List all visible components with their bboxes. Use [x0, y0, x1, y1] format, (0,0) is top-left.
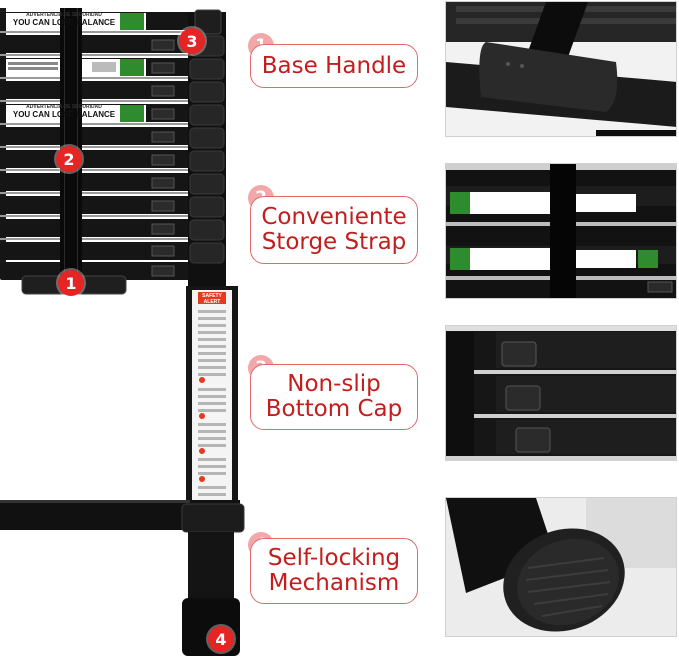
callout-label: Base Handle [261, 52, 407, 79]
callout-box: Self-locking Mechanism [250, 538, 418, 604]
warning-big-text: YOU CAN LOSE BALANCE [12, 110, 116, 119]
callout-box: Conveniente Storge Strap [250, 196, 418, 264]
telescoping-rail [186, 9, 238, 508]
rung-label-2: ADVERTENCIA DE SEGURIDAD YOU CAN LOSE BA… [8, 104, 120, 119]
warning-small-text: ADVERTENCIA DE SEGURIDAD [26, 104, 102, 110]
callout-label: Non-slip Bottom Cap [265, 371, 403, 422]
marker-2: 2 [56, 146, 82, 172]
callout-label: Self-locking Mechanism [267, 545, 401, 596]
safety-label-header: SAFETY ALERT [202, 293, 222, 305]
photo-foot-cap-closeup [445, 497, 677, 637]
photo-strap-closeup [445, 163, 677, 299]
marker-3: 3 [179, 28, 205, 54]
warning-big-text: YOU CAN LOSE BALANCE [12, 18, 116, 27]
callout-label: Conveniente Storge Strap [261, 204, 407, 255]
ladder-rungs [0, 12, 200, 280]
callout-box: Base Handle [250, 44, 418, 88]
marker-1: 1 [58, 270, 84, 296]
warning-small-text: ADVERTENCIA DE SEGURIDAD [26, 12, 102, 18]
photo-handle-closeup [445, 1, 677, 137]
callout-box: Non-slip Bottom Cap [250, 364, 418, 430]
marker-4: 4 [208, 626, 234, 652]
photo-rung-lock-closeup [445, 325, 677, 461]
rung-label-1: ADVERTENCIA DE SEGURIDAD YOU CAN LOSE BA… [8, 12, 120, 27]
